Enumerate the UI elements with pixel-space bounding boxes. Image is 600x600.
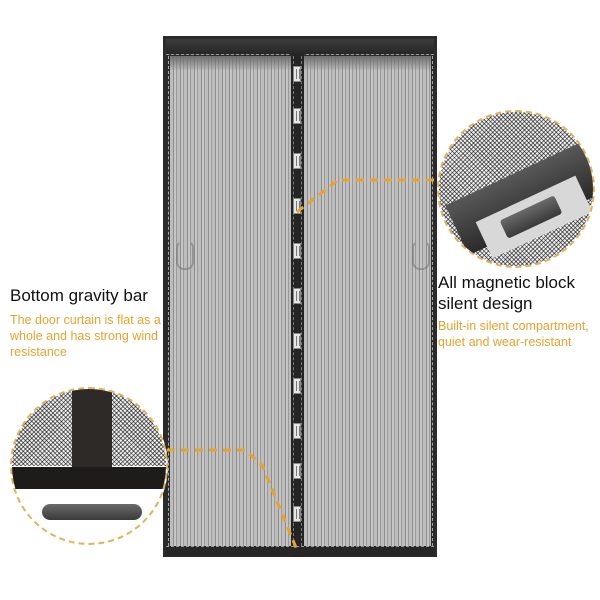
desc-line: resistance	[10, 345, 67, 359]
desc-line: quiet and wear-resistant	[438, 335, 572, 349]
desc-line: The door curtain is flat as a	[10, 313, 161, 327]
tieback-hook-left-icon	[176, 240, 194, 270]
gravity-weight-bar	[42, 504, 142, 520]
tieback-hook-right-icon	[412, 240, 430, 270]
mesh-panel-left	[170, 56, 291, 546]
magnet-icon	[293, 66, 301, 82]
magnet-icon	[293, 288, 301, 304]
gravity-bar-closeup-icon	[10, 387, 168, 545]
magnet-icon	[293, 333, 301, 349]
desc-line: whole and has strong wind	[10, 329, 159, 343]
magnet-icon	[293, 153, 301, 169]
magnet-icon	[293, 506, 301, 522]
seam-stitch-right	[301, 56, 302, 546]
callout-right-title: All magnetic block silent design	[438, 272, 598, 314]
magnet-icon	[293, 198, 301, 214]
magnet-icon	[293, 378, 301, 394]
title-line: All magnetic block	[438, 273, 576, 292]
magnet-icon	[293, 108, 301, 124]
bottom-gravity-bar	[166, 546, 434, 556]
desc-line: Built-in silent compartment,	[438, 319, 589, 333]
title-line: silent design	[438, 294, 533, 313]
callout-right-description: Built-in silent compartment, quiet and w…	[438, 318, 598, 350]
magnet-block-closeup-icon	[437, 110, 595, 268]
callout-left-title: Bottom gravity bar	[10, 286, 148, 305]
callout-left-description: The door curtain is flat as a whole and …	[10, 312, 180, 360]
magnet-icon	[293, 243, 301, 259]
stitch-left	[168, 56, 169, 546]
magnet-icon	[293, 423, 301, 439]
magnet-icon	[293, 463, 301, 479]
mesh-panel-right	[304, 56, 431, 546]
stitch-right	[432, 56, 433, 546]
bottom-hem-closeup	[12, 467, 166, 489]
